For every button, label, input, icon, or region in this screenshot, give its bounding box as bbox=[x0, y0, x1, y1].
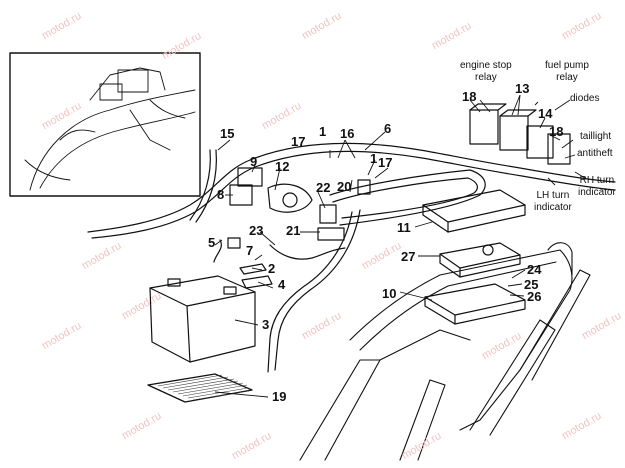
label-fuel-pump-relay: fuel pump relay bbox=[545, 60, 589, 83]
rubber-mat-texture bbox=[157, 374, 250, 401]
callout-21: 21 bbox=[286, 223, 301, 238]
bracket-4 bbox=[241, 275, 273, 289]
callout-8: 8 bbox=[217, 187, 225, 202]
label-antitheft: antitheft bbox=[577, 148, 613, 159]
clip-5 bbox=[213, 239, 222, 263]
label-diodes: diodes bbox=[570, 93, 600, 104]
label-lh-turn-indicator: LH turn indicator bbox=[534, 190, 572, 213]
relay-cluster bbox=[469, 103, 571, 165]
battery bbox=[149, 275, 256, 363]
component-12 bbox=[267, 183, 313, 213]
callout-9: 9 bbox=[250, 154, 258, 169]
main-harness bbox=[87, 142, 616, 373]
frame bbox=[299, 242, 591, 461]
callout-17a: 17 bbox=[291, 134, 306, 149]
callout-11: 11 bbox=[397, 220, 411, 235]
ecu-box bbox=[422, 189, 526, 233]
label-taillight: taillight bbox=[580, 131, 612, 142]
callout-10: 10 bbox=[382, 286, 397, 301]
callout-15: 15 bbox=[220, 126, 235, 141]
callout-1b: 1 bbox=[370, 151, 378, 166]
label-engine-stop-relay: engine stop relay bbox=[460, 60, 512, 83]
component-8 bbox=[229, 184, 253, 206]
callout-3: 3 bbox=[262, 317, 270, 332]
callout-2: 2 bbox=[268, 261, 276, 276]
bracket-2 bbox=[239, 263, 267, 275]
callout-13: 13 bbox=[515, 81, 530, 96]
callout-16: 16 bbox=[340, 126, 355, 141]
callout-4: 4 bbox=[278, 277, 286, 292]
callout-7: 7 bbox=[246, 243, 254, 258]
callout-20: 20 bbox=[337, 179, 352, 194]
callout-27: 27 bbox=[401, 249, 416, 264]
callout-12: 12 bbox=[275, 159, 290, 174]
callout-23: 23 bbox=[249, 223, 264, 238]
callout-18a: 18 bbox=[462, 89, 477, 104]
label-rh-turn-indicator: RH turn indicator bbox=[578, 175, 616, 198]
callout-6: 6 bbox=[384, 121, 392, 136]
inset-motorcycle-sketch bbox=[24, 67, 196, 191]
callout-24: 24 bbox=[527, 262, 542, 277]
callout-18b: 18 bbox=[549, 124, 564, 139]
callout-17b: 17 bbox=[378, 155, 393, 170]
leader-lines bbox=[214, 94, 586, 398]
inset-frame bbox=[9, 52, 201, 197]
callout-5: 5 bbox=[208, 235, 216, 250]
callout-25: 25 bbox=[524, 277, 539, 292]
callout-14: 14 bbox=[538, 106, 553, 121]
callout-1a: 1 bbox=[319, 124, 327, 139]
component-9 bbox=[237, 167, 263, 187]
callout-19: 19 bbox=[272, 389, 287, 404]
rubber-mat bbox=[147, 373, 253, 403]
module-27 bbox=[439, 242, 521, 278]
module-10 bbox=[424, 283, 526, 325]
callout-26: 26 bbox=[527, 289, 542, 304]
callout-22: 22 bbox=[316, 180, 331, 195]
